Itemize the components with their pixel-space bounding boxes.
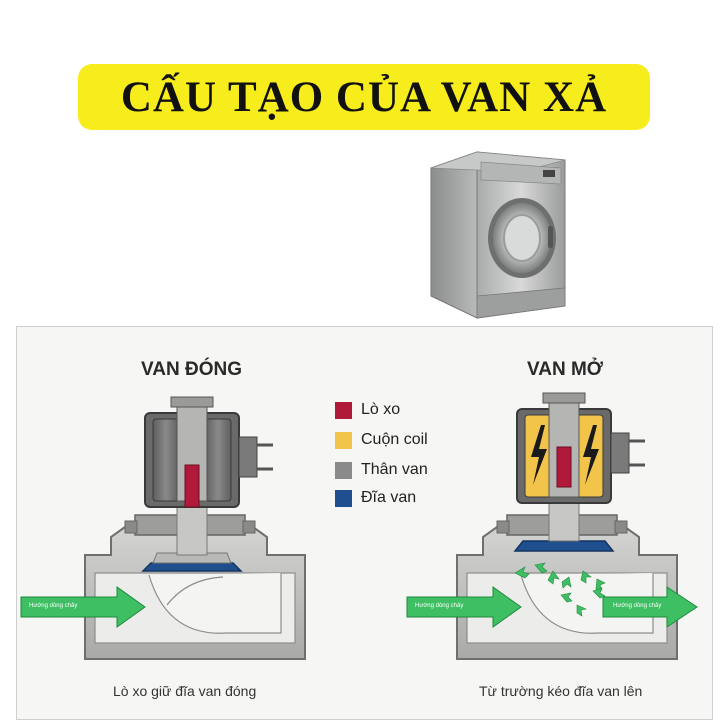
open-flow-in-label: Hướng dòng chảy: [415, 603, 464, 609]
valve-diagram-panel: VAN ĐÓNG VAN MỞ Lò xo Cuộn coil Thân van…: [16, 326, 713, 720]
legend-item-body: Thân van: [335, 461, 428, 479]
open-valve-caption: Từ trường kéo đĩa van lên: [479, 683, 643, 699]
legend-label: Cuộn coil: [361, 431, 428, 448]
title-banner: CẤU TẠO CỦA VAN XẢ: [78, 64, 650, 130]
legend-swatch-body: [335, 461, 352, 479]
page-title: CẤU TẠO CỦA VAN XẢ: [120, 73, 608, 121]
legend-item-spring: Lò xo: [335, 401, 400, 419]
open-flow-out-label: Hướng dòng chảy: [613, 603, 662, 609]
open-valve: [406, 392, 698, 660]
legend-swatch-disc: [335, 489, 352, 507]
closed-valve-heading: VAN ĐÓNG: [141, 359, 242, 380]
flow-arrow-icon: [20, 586, 146, 628]
flow-arrow-icon: [406, 586, 522, 628]
legend-item-disc: Đĩa van: [335, 489, 416, 507]
closed-flow-label: Hướng dòng chảy: [29, 603, 78, 609]
open-valve-heading: VAN MỞ: [527, 359, 604, 380]
legend-item-coil: Cuộn coil: [335, 431, 428, 449]
open-disc: [513, 540, 615, 552]
closed-valve: [20, 396, 306, 660]
open-spring: [556, 446, 572, 488]
closed-valve-caption: Lò xo giữ đĩa van đóng: [113, 683, 257, 699]
washing-machine-icon: [430, 151, 566, 319]
legend-swatch-coil: [335, 431, 352, 449]
lightning-bolt-icon: [531, 425, 547, 485]
legend-label: Thân van: [361, 461, 428, 478]
flow-arrow-icon: [602, 586, 698, 628]
legend-swatch-spring: [335, 401, 352, 419]
lightning-bolt-icon: [583, 425, 599, 485]
closed-spring: [184, 464, 200, 508]
closed-disc: [141, 562, 243, 572]
legend-label: Lò xo: [361, 401, 401, 418]
legend-label: Đĩa van: [361, 489, 417, 506]
